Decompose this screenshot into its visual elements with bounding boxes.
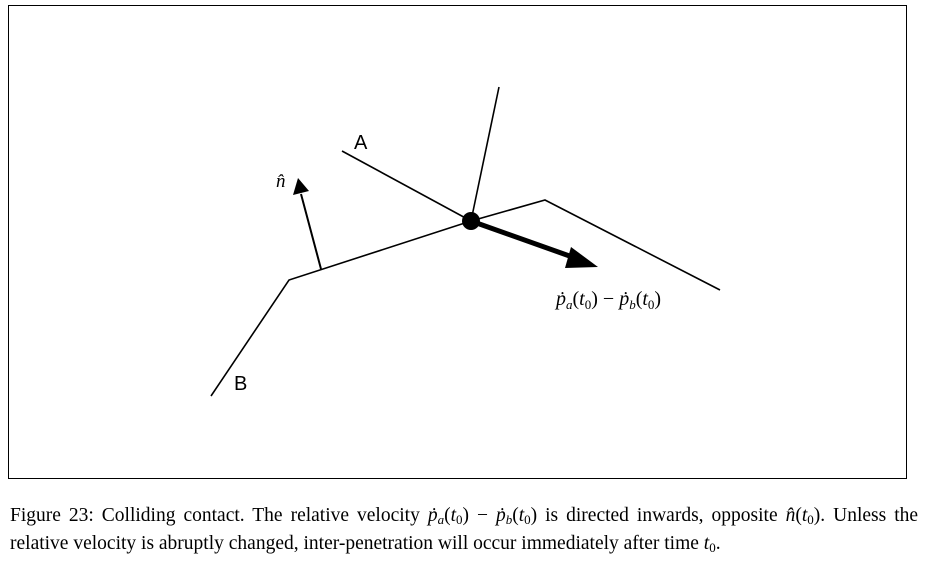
caption-zero-2: 0 xyxy=(524,512,531,527)
velocity-t-2: t xyxy=(642,288,648,310)
velocity-pa-sub: a xyxy=(566,297,573,312)
velocity-open-1: ( xyxy=(573,288,580,310)
velocity-arrow-head xyxy=(565,247,598,268)
velocity-t-sub-1: 0 xyxy=(585,297,592,312)
velocity-open-2: ( xyxy=(636,288,643,310)
caption-middle: is directed inwards, opposite xyxy=(537,505,786,526)
caption-close-3: ) xyxy=(813,505,821,526)
label-a: A xyxy=(354,132,368,154)
figure-frame xyxy=(8,5,907,479)
caption-minus: − xyxy=(469,505,496,526)
caption-after-n: . Unless the relative velocity is abrupt… xyxy=(10,505,919,554)
caption-pa-sub: a xyxy=(437,512,445,527)
caption-open-3: ( xyxy=(795,505,802,526)
caption-close-2: ) xyxy=(530,505,538,526)
caption-end: . xyxy=(715,533,721,554)
velocity-t-sub-2: 0 xyxy=(648,297,655,312)
normal-arrow-head xyxy=(293,178,309,195)
velocity-pb-sub: b xyxy=(629,297,636,312)
figure-caption: Figure 23: Colliding contact. The relati… xyxy=(10,502,918,558)
caption-close-1: ) xyxy=(462,505,470,526)
velocity-arrow-shaft xyxy=(470,218,579,262)
caption-n: n̂ xyxy=(785,505,796,526)
caption-t-4: t xyxy=(703,533,710,554)
caption-t-2: t xyxy=(518,505,525,526)
caption-pa: ṗ xyxy=(427,505,438,526)
body-a-outline xyxy=(341,150,721,291)
velocity-minus: − xyxy=(598,288,619,310)
contact-point xyxy=(462,212,480,230)
normal-arrow-shaft xyxy=(300,193,322,270)
velocity-pb: ṗ xyxy=(617,288,629,310)
velocity-close-2: ) xyxy=(654,288,661,310)
caption-open-2: ( xyxy=(512,505,519,526)
velocity-t-1: t xyxy=(579,288,585,310)
caption-zero-3: 0 xyxy=(807,512,814,527)
caption-zero-4: 0 xyxy=(709,540,716,555)
velocity-pa: ṗ xyxy=(554,288,566,310)
caption-t-3: t xyxy=(801,505,808,526)
body-b-outline xyxy=(210,220,472,397)
caption-pb: ṗ xyxy=(495,505,506,526)
caption-zero-1: 0 xyxy=(456,512,463,527)
caption-open-1: ( xyxy=(444,505,451,526)
normal-label: n̂ xyxy=(276,171,286,192)
velocity-label: ṗa(t0) − ṗb(t0) xyxy=(554,288,661,312)
caption-prefix: Figure 23: Colliding contact. The relati… xyxy=(10,505,428,526)
velocity-close-1: ) xyxy=(591,288,598,310)
contact-edge-line xyxy=(470,86,500,222)
caption-t-1: t xyxy=(450,505,456,526)
caption-pb-sub: b xyxy=(505,512,513,527)
label-b: B xyxy=(234,373,247,395)
